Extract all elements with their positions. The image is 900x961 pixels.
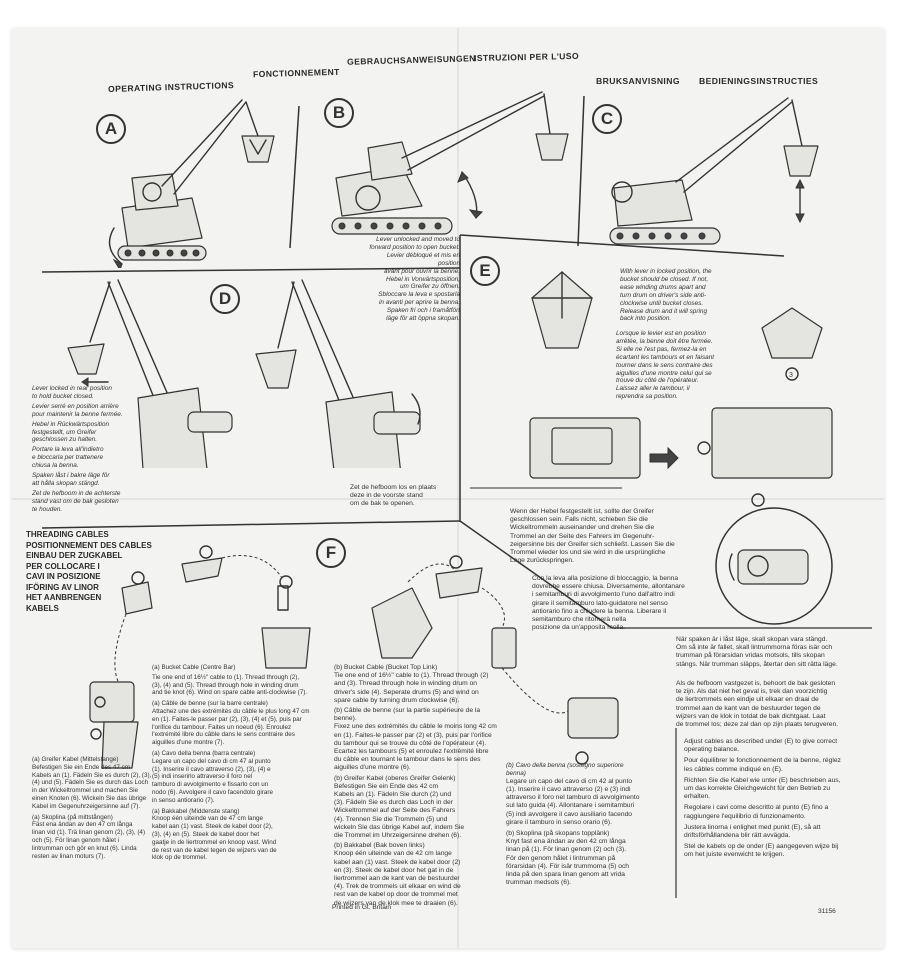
threading-right-illustration [371,555,619,765]
panel-c-crane-illustration [609,97,819,245]
panel-dividers [41,95,872,898]
footer-code: 31156 [818,908,836,915]
footer-printed: Printed in Gt. Britain [332,904,392,911]
header-nl: BEDIENINGSINSTRUCTIES [699,76,819,86]
threading-left-illustration [89,545,311,769]
panel-d-right-note: Zet de hefboom los en plaats deze in de … [350,484,437,508]
right-sv-block: När spaken är i låst läge, skall skopan … [676,636,838,668]
step-letter-f: F [316,538,346,568]
panel-d-left-note: Lever locked in rear position to hold bu… [32,385,123,513]
panel-e-mechanism-illustration: 3 [529,271,833,507]
step-letter-a: A [96,114,126,144]
step-letter-b: B [324,98,354,128]
step-letter-e: E [470,256,500,286]
panel-e-de-note: Wenn der Hebel festgestellt ist, sollte … [510,508,675,565]
panel-b-crane-illustration [331,91,569,235]
fold-crease-horizontal [12,498,884,500]
threading-cables-title: THREADING CABLES POSITIONNEMENT DES CABL… [26,530,152,613]
drum-detail-circle [715,507,833,625]
panel-e-en-note: With lever in locked position, the bucke… [620,268,712,323]
panel-d-left-crane-illustration [67,279,233,468]
panel-e-fr-note: Lorsque le levier est en position arrêté… [616,330,715,401]
fold-crease-vertical [457,28,459,948]
callout-3: 3 [789,372,793,379]
panel-d-right-crane-illustration [255,279,421,468]
col2-text-block: (b) Bucket Cable (Bucket Top Link) Tie o… [334,664,497,907]
right-nl-block: Als de hefboom vastgezet is, behoort de … [676,680,839,729]
header-sv: BRUKSANVISNING [596,76,680,86]
col3-text-block: (b) Cavo della benna (sostegno superiore… [506,762,640,887]
panel-b-note: Lever unlocked and moved to forward posi… [369,236,460,323]
balance-block: Adjust cables as described under (E) to … [684,738,841,859]
col1-de-sv-block: (a) Greifer Kabel (Mittelstange) Befesti… [32,756,152,860]
panel-a-crane-illustration [108,99,275,268]
instruction-sheet: OPERATING INSTRUCTIONS FONCTIONNEMENT GE… [12,28,884,948]
step-letter-c: C [592,104,622,134]
step-letter-d: D [210,284,240,314]
col1-text-block: (a) Bucket Cable (Centre Bar) Tie one en… [152,664,310,862]
panel-e-it-note: Con la leva alla posizione di bloccaggio… [532,575,685,632]
